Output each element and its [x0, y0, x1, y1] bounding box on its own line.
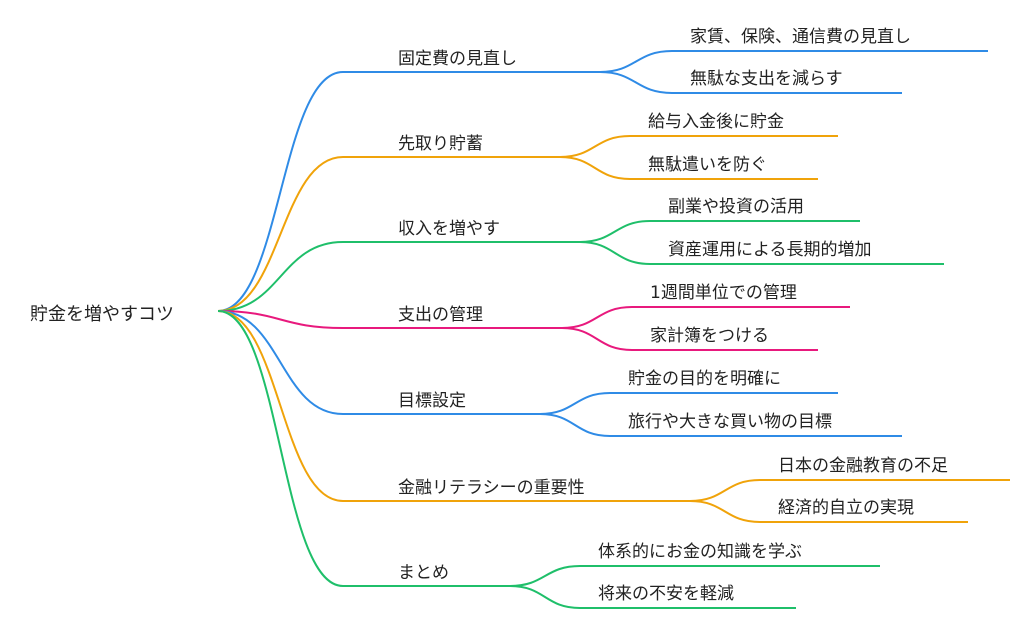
- leaf-node-label: 将来の不安を軽減: [598, 584, 734, 604]
- branch-node-label: 先取り貯蓄: [398, 134, 483, 154]
- leaf-edge: [561, 306, 850, 329]
- leaf-node-label: 無駄遣いを防ぐ: [648, 155, 767, 175]
- leaf-node-label: 家計簿をつける: [650, 326, 769, 346]
- leaf-edge: [579, 220, 860, 243]
- leaf-node-label: 旅行や大きな買い物の目標: [628, 412, 832, 432]
- branch-node-label: 目標設定: [398, 391, 466, 411]
- branch-edge: [217, 310, 562, 329]
- leaf-edge: [559, 156, 818, 180]
- leaf-node-label: 体系的にお金の知識を学ぶ: [598, 542, 802, 562]
- branch-edge: [217, 241, 580, 312]
- branch-node-label: 収入を増やす: [398, 219, 500, 239]
- leaf-node-label: 資産運用による長期的増加: [668, 240, 872, 260]
- leaf-node-label: 家賃、保険、通信費の見直し: [690, 27, 911, 47]
- mindmap-labels: 貯金を増やすコツ 固定費の見直し 家賃、保険、通信費の見直し無駄な支出を減らす先取…: [30, 27, 948, 604]
- branch-edge: [217, 310, 690, 502]
- branch-node-label: 固定費の見直し: [398, 49, 517, 69]
- branch-edge: [217, 310, 510, 587]
- leaf-edge: [599, 71, 902, 94]
- leaf-edge: [689, 479, 1010, 502]
- leaf-edge: [599, 50, 988, 73]
- leaf-edge: [689, 500, 968, 523]
- branch-edge: [217, 71, 600, 312]
- leaf-node-label: 副業や投資の活用: [668, 197, 804, 217]
- branch-node-label: 金融リテラシーの重要性: [398, 478, 585, 498]
- branch-edge: [217, 310, 540, 415]
- leaf-node-label: 日本の金融教育の不足: [778, 456, 948, 476]
- leaf-edge: [559, 135, 838, 158]
- branch-node-label: 支出の管理: [398, 305, 483, 325]
- leaf-node-label: 経済的自立の実現: [778, 498, 914, 518]
- leaf-node-label: 給与入金後に貯金: [648, 112, 784, 132]
- leaf-edge: [509, 565, 880, 587]
- leaf-edge: [579, 241, 944, 265]
- leaf-node-label: 1週間単位での管理: [650, 283, 797, 303]
- branch-edge: [217, 156, 560, 312]
- leaf-edge: [561, 327, 818, 351]
- leaf-edge: [509, 585, 796, 609]
- leaf-node-label: 貯金の目的を明確に: [628, 369, 781, 389]
- leaf-edge: [539, 392, 838, 415]
- mindmap-edges: [217, 50, 1010, 609]
- branch-node-label: まとめ: [398, 563, 449, 583]
- leaf-edge: [539, 413, 902, 437]
- root-node-label: 貯金を増やすコツ: [30, 304, 174, 325]
- leaf-node-label: 無駄な支出を減らす: [690, 69, 843, 89]
